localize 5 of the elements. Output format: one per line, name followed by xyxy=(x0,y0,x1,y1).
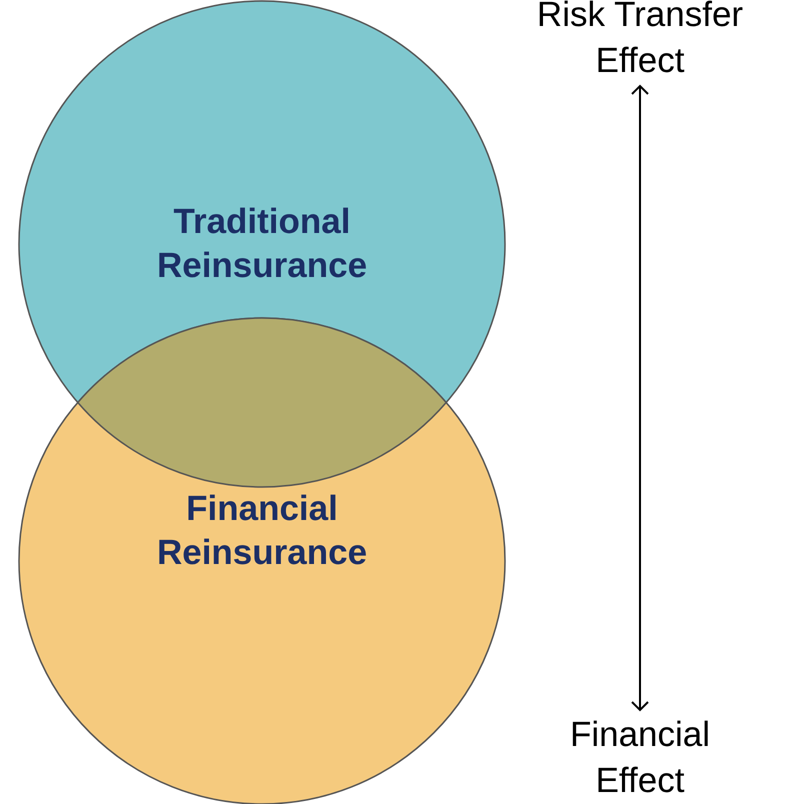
double-arrow xyxy=(631,85,649,711)
axis-label: Financial Effect xyxy=(568,714,712,802)
circle-label: Traditional Reinsurance xyxy=(156,201,368,287)
circle-label: Financial Reinsurance xyxy=(156,488,368,574)
axis-label: Risk Transfer Effect xyxy=(536,0,744,82)
